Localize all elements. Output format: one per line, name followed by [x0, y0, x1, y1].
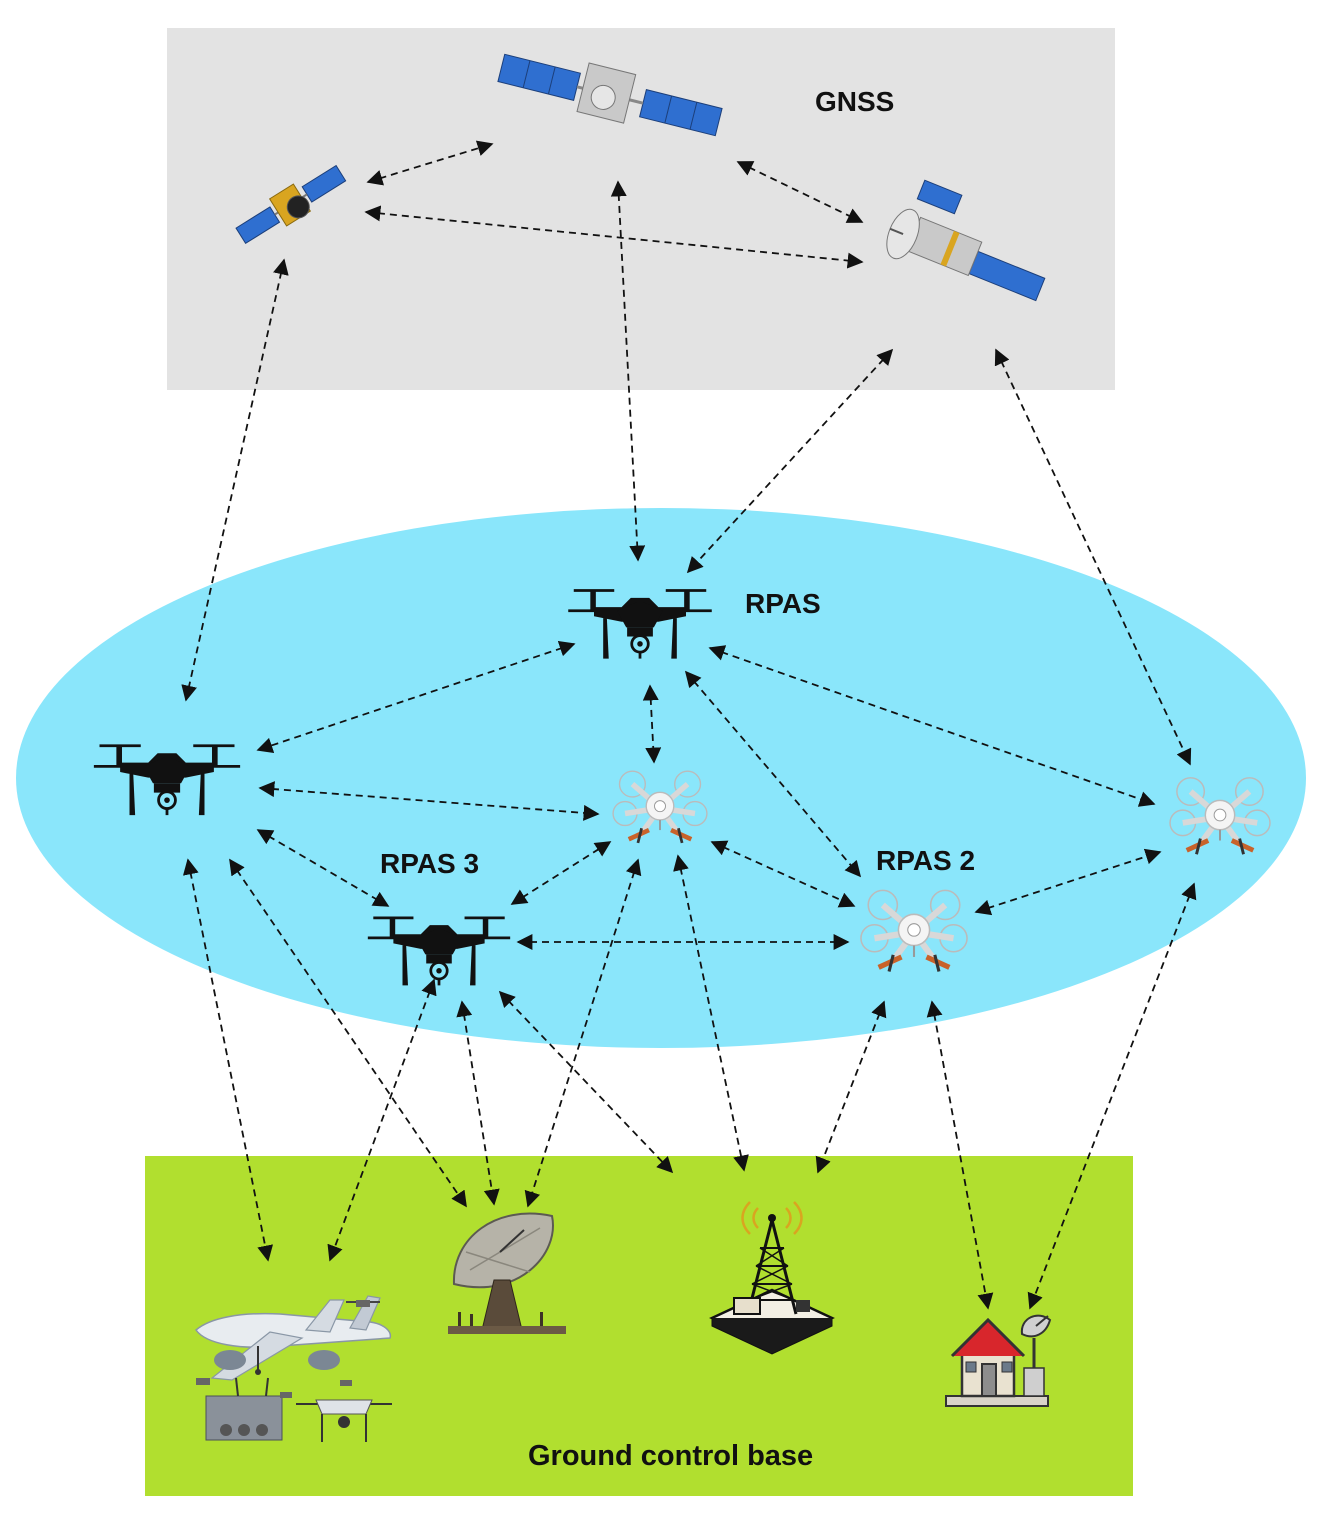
link-hex-center-radar [524, 858, 642, 1208]
link-sat3-hex-right [994, 348, 1192, 766]
satellite-icon [235, 164, 347, 245]
link-sat1-drone-left [181, 258, 289, 702]
aircraft-fleet-icon [194, 1295, 392, 1442]
satellite-icon [886, 179, 1046, 302]
link-rpas2-hex-right [974, 848, 1162, 916]
link-rpas2-house [926, 1000, 994, 1310]
link-drone-top-hex-center [642, 684, 662, 764]
link-rpas3-radar [456, 1000, 500, 1206]
link-rpas2-tower [815, 1000, 887, 1174]
rpas-label: RPAS [745, 588, 821, 619]
link-hex-center-tower [673, 854, 749, 1172]
rpas3-label: RPAS 3 [380, 848, 480, 879]
link-hex-right-house [1027, 882, 1197, 1310]
link-rpas3-aircraft [327, 978, 437, 1262]
link-drone-top-drone-left [256, 640, 576, 754]
radar-dish-icon [448, 1212, 566, 1334]
link-drone-top-hex-right [708, 645, 1156, 807]
link-sat2-sat3 [736, 161, 864, 223]
rpas2-label: RPAS 2 [876, 845, 976, 876]
satellite-icon [497, 53, 723, 137]
link-sat1-sat2 [366, 140, 494, 186]
link-sat3-drone-top [686, 348, 894, 574]
link-sat2-drone-top [610, 180, 646, 562]
radio-tower-icon [709, 1201, 835, 1355]
ground-control-label: Ground control base [528, 1440, 814, 1472]
gnss-label: GNSS [815, 86, 895, 117]
communication-links [181, 140, 1197, 1310]
house-with-dish-icon [945, 1314, 1052, 1407]
link-rpas3-hex-center [510, 841, 612, 905]
link-drone-left-hex-center [258, 781, 600, 821]
link-hex-center-rpas2 [710, 840, 856, 908]
